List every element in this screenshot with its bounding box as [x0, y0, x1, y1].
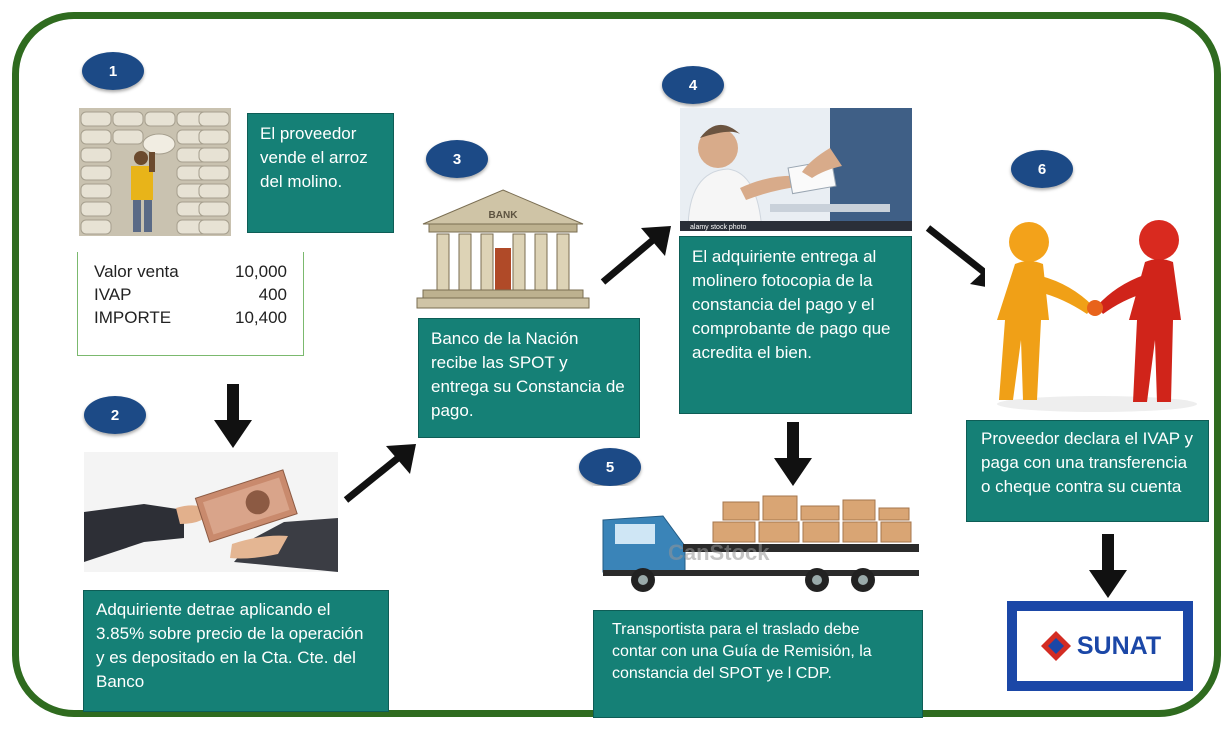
arrow-up-right-icon — [600, 226, 671, 285]
receipt-label: Valor venta — [94, 262, 179, 281]
step-4-badge: 4 — [662, 66, 724, 104]
receipt-value: 10,400 — [235, 308, 287, 327]
receipt-row: Valor venta 10,000 — [94, 260, 287, 283]
step-3-badge: 3 — [426, 140, 488, 178]
arrow-down-icon — [214, 384, 252, 448]
receipt-value: 10,000 — [235, 262, 287, 281]
arrow-down-icon — [1089, 534, 1127, 598]
receipt-label: IVAP — [94, 285, 132, 304]
receipt-row: IMPORTE 10,400 — [94, 306, 287, 329]
rice-sacks-image — [79, 108, 231, 236]
step-2-text: Adquiriente detrae aplicando el 3.85% so… — [83, 590, 389, 712]
receipt-row: IVAP 400 — [94, 283, 287, 306]
step-6-text: Proveedor declara el IVAP y paga con una… — [966, 420, 1209, 522]
bank-building-image: BANK — [413, 186, 593, 314]
step-3-text: Banco de la Nación recibe las SPOT y ent… — [418, 318, 640, 438]
delivery-truck-image — [593, 486, 923, 598]
stock-watermark: CanStock — [668, 540, 770, 565]
step-1-badge: 1 — [82, 52, 144, 90]
sunat-logo-text: SUNAT — [1076, 631, 1162, 660]
receipt-label: IMPORTE — [94, 308, 172, 327]
step-4-text: El adquiriente entrega al molinero fotoc… — [679, 236, 912, 414]
money-handover-image — [84, 452, 338, 572]
step-1-text: El proveedor vende el arroz del molino. — [247, 113, 394, 233]
arrow-down-icon — [774, 422, 812, 486]
document-exchange-image: alamy stock photo — [680, 108, 912, 231]
sunat-logo-inner: SUNAT — [1017, 611, 1183, 681]
sale-receipt: Valor venta 10,000 IVAP 400 IMPORTE 10,400 — [77, 252, 304, 356]
step-5-text: Transportista para el traslado debe cont… — [593, 610, 923, 718]
receipt-value: 400 — [258, 285, 287, 304]
step-2-badge: 2 — [84, 396, 146, 434]
step-6-badge: 6 — [1011, 150, 1073, 188]
bank-sign-label: BANK — [489, 210, 519, 221]
sunat-logo: SUNAT — [1007, 601, 1193, 691]
sunat-emblem-icon — [1040, 631, 1071, 661]
step-5-badge: 5 — [579, 448, 641, 486]
arrow-up-right-icon — [343, 444, 416, 503]
stock-caption: alamy stock photo — [690, 224, 747, 231]
handshake-image — [985, 208, 1208, 416]
